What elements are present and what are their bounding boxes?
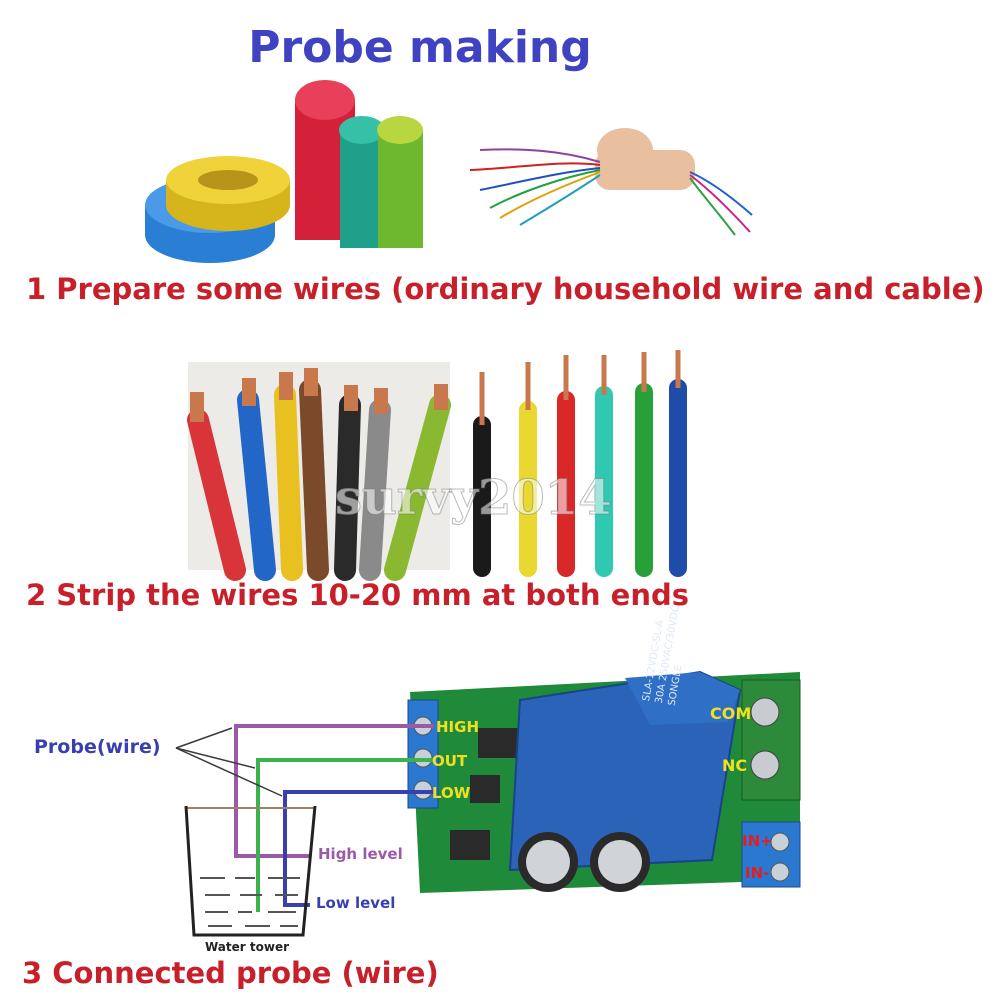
step-2-caption: 2 Strip the wires 10-20 mm at both ends xyxy=(26,578,689,612)
probe-wires xyxy=(234,724,434,912)
probe-wire-label: Probe(wire) xyxy=(34,736,161,758)
terminal-nc-label: NC xyxy=(722,756,748,775)
water-tower-container xyxy=(184,805,317,937)
stranded-wires-image xyxy=(187,362,451,581)
high-level-label: High level xyxy=(318,845,403,863)
watermark-text: survy2014 xyxy=(335,470,613,527)
terminal-com-label: COM xyxy=(710,704,752,723)
page-title: Probe making xyxy=(248,22,592,73)
terminal-high-label: HIGH xyxy=(436,718,480,736)
low-level-label: Low level xyxy=(316,894,396,912)
terminal-low-label: LOW xyxy=(432,784,471,802)
multicolor-wires-image xyxy=(469,128,753,236)
step-3-caption: 3 Connected probe (wire) xyxy=(22,956,439,990)
solid-wires-image xyxy=(473,350,687,577)
wire-spools-image xyxy=(145,80,423,263)
terminal-out-label: OUT xyxy=(432,752,468,770)
probe-pointer-lines xyxy=(175,727,283,797)
relay-module-image xyxy=(407,670,801,893)
terminal-in-minus-label: IN- xyxy=(745,864,770,882)
step-1-caption: 1 Prepare some wires (ordinary household… xyxy=(26,272,985,306)
water-tower-label: Water tower xyxy=(205,940,289,954)
terminal-in-plus-label: IN+ xyxy=(742,832,773,850)
